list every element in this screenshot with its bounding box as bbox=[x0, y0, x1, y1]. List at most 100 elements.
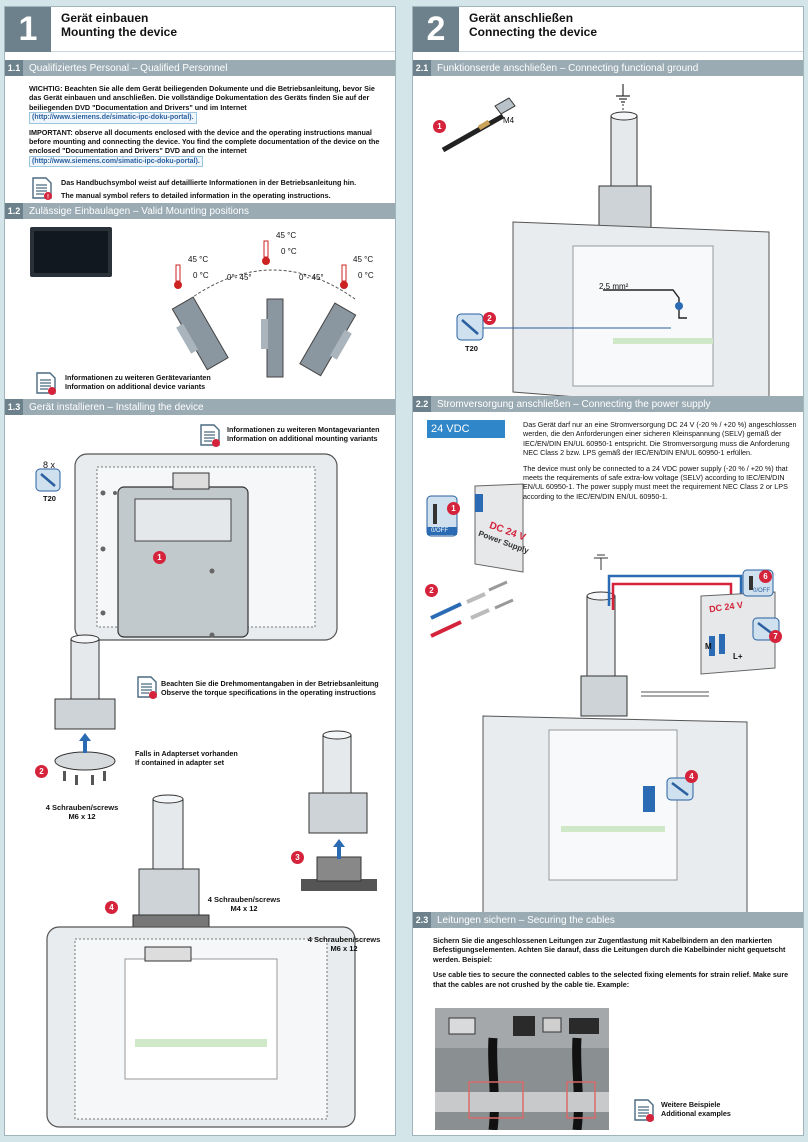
section-2-2: 2.2 Stromversorgung anschließen – Connec… bbox=[413, 396, 803, 916]
doc-link-en[interactable]: (http://www.siemens.com/simatic-ipc-doku… bbox=[29, 155, 203, 168]
screws-text: 4 Schrauben/screws bbox=[307, 935, 381, 944]
section-2-1: 2.1 Funktionserde anschließen – Connecti… bbox=[413, 60, 803, 396]
manual-note-de: Das Handbuchsymbol weist auf detailliert… bbox=[61, 178, 357, 187]
variants-note: Informationen zu weiteren Gerätevariante… bbox=[65, 373, 211, 392]
ground-illustration bbox=[441, 84, 770, 396]
off-label-right: 0/OFF bbox=[753, 588, 771, 594]
screws-m6-b: 4 Schrauben/screws M6 x 12 bbox=[301, 935, 387, 953]
screw-count: 8 x bbox=[43, 460, 56, 470]
torque-note-de: Beachten Sie die Drehmomentangaben in de… bbox=[161, 679, 379, 688]
variants-note-de: Informationen zu weiteren Gerätevariante… bbox=[65, 373, 211, 382]
cables-text: Sichern Sie die angeschlossenen Leitunge… bbox=[413, 928, 803, 989]
section-1-3: 1.3 Gerät installieren – Installing the … bbox=[5, 399, 395, 1135]
step-badge-2: 2 bbox=[425, 584, 438, 597]
section-number: 1.2 bbox=[5, 203, 23, 219]
section-number: 2.1 bbox=[413, 60, 431, 76]
step-badge-2: 2 bbox=[483, 312, 496, 325]
temp-low-left: 0 °C bbox=[193, 271, 209, 280]
temp-high-center: 45 °C bbox=[276, 231, 297, 240]
tool-label: T20 bbox=[465, 344, 478, 353]
power-text-en: The device must only be connected to a 2… bbox=[523, 463, 788, 501]
manual-icon: ! bbox=[31, 176, 53, 205]
step-badge-1: 1 bbox=[433, 120, 446, 133]
tool-label: T20 bbox=[43, 494, 56, 503]
screws-m6-a: 4 Schrauben/screws M6 x 12 bbox=[39, 803, 125, 821]
section-number: 2.2 bbox=[413, 396, 431, 412]
section-title: Funktionserde anschließen – Connecting f… bbox=[437, 62, 699, 74]
chapter-header-1: 1 Gerät einbauen Mounting the device bbox=[5, 7, 395, 52]
cable-photo bbox=[435, 1008, 609, 1130]
section-header: 1.2 Zulässige Einbaulagen – Valid Mounti… bbox=[5, 203, 395, 219]
section-1-1: 1.1 Qualifiziertes Personal – Qualified … bbox=[5, 60, 395, 201]
section-title: Qualifiziertes Personal – Qualified Pers… bbox=[29, 62, 228, 74]
section-header: 1.3 Gerät installieren – Installing the … bbox=[5, 399, 395, 415]
svg-text:!: ! bbox=[47, 195, 49, 201]
chapter-header-2: 2 Gerät anschließen Connecting the devic… bbox=[413, 7, 803, 52]
section-1-2: 1.2 Zulässige Einbaulagen – Valid Mounti… bbox=[5, 203, 395, 399]
chapter-title: Gerät anschließen Connecting the device bbox=[459, 7, 597, 51]
installation-illustration bbox=[35, 453, 377, 1128]
warning-text: WICHTIG: Beachten Sie alle dem Gerät bei… bbox=[5, 76, 395, 124]
chapter-number: 2 bbox=[413, 7, 459, 52]
cables-text-de: Sichern Sie die angeschlossenen Leitunge… bbox=[433, 936, 786, 964]
chapter-title: Gerät einbauen Mounting the device bbox=[51, 7, 177, 51]
more-examples-note: Weitere Beispiele Additional examples bbox=[661, 1100, 731, 1119]
chapter-title-en: Mounting the device bbox=[61, 25, 178, 39]
terminal-l: L+ bbox=[733, 652, 743, 661]
angle-right: 0°- 45° bbox=[299, 273, 324, 282]
step-badge-3: 3 bbox=[291, 851, 304, 864]
chapter-number: 1 bbox=[5, 7, 51, 52]
step-badge-1: 1 bbox=[447, 502, 460, 515]
temp-low-right: 0 °C bbox=[358, 271, 374, 280]
temp-high-left: 45 °C bbox=[188, 255, 209, 264]
power-illustration bbox=[426, 483, 780, 916]
manual-note-en: The manual symbol refers to detailed inf… bbox=[61, 191, 331, 201]
step-badge-4: 4 bbox=[105, 901, 118, 914]
chapter-title-en: Connecting the device bbox=[469, 25, 598, 39]
section-header: 1.1 Qualifiziertes Personal – Qualified … bbox=[5, 60, 395, 76]
screws-size: M6 x 12 bbox=[330, 944, 358, 953]
mounting-positions-illustration bbox=[30, 227, 357, 378]
manual-note: Das Handbuchsymbol weist auf detailliert… bbox=[61, 178, 391, 201]
mounting-note-de: Informationen zu weiteren Montagevariant… bbox=[227, 425, 380, 434]
section-header: 2.2 Stromversorgung anschließen – Connec… bbox=[413, 396, 803, 412]
off-label-left: 0/OFF bbox=[431, 528, 449, 534]
doc-link-de[interactable]: (http://www.siemens.de/simatic-ipc-doku-… bbox=[29, 112, 197, 124]
step-badge-1: 1 bbox=[153, 551, 166, 564]
terminal-m: M bbox=[705, 642, 712, 651]
screws-text: 4 Schrauben/screws bbox=[45, 803, 119, 812]
power-text-de: Das Gerät darf nur an eine Stromversorgu… bbox=[523, 420, 797, 458]
voltage-tag: 24 VDC bbox=[427, 420, 505, 438]
step-badge-2: 2 bbox=[35, 765, 48, 778]
section-title: Zulässige Einbaulagen – Valid Mounting p… bbox=[29, 205, 249, 217]
power-text: Das Gerät darf nur an eine Stromversorgu… bbox=[523, 420, 799, 501]
section-number: 1.1 bbox=[5, 60, 23, 76]
cables-text-en: Use cable ties to secure the connected c… bbox=[433, 970, 789, 989]
section-title: Gerät installieren – Installing the devi… bbox=[29, 401, 204, 413]
screws-m4: 4 Schrauben/screws M4 x 12 bbox=[201, 895, 287, 913]
warning-de: WICHTIG: Beachten Sie alle dem Gerät bei… bbox=[29, 84, 375, 112]
screws-text: 4 Schrauben/screws bbox=[207, 895, 281, 904]
section-header: 2.3 Leitungen sichern – Securing the cab… bbox=[413, 912, 803, 928]
column-connecting: 2 Gerät anschließen Connecting the devic… bbox=[412, 6, 804, 1136]
section-2-3: 2.3 Leitungen sichern – Securing the cab… bbox=[413, 912, 803, 1134]
section-number: 1.3 bbox=[5, 399, 23, 415]
screws-size: M6 x 12 bbox=[68, 812, 96, 821]
screw-size-label: M4 bbox=[503, 116, 515, 125]
mounting-variants-note: Informationen zu weiteren Montagevariant… bbox=[227, 425, 380, 444]
cable-size-label: 2.5 mm² bbox=[599, 282, 629, 291]
variants-note-en: Information on additional device variant… bbox=[65, 382, 206, 392]
important-en: IMPORTANT: observe all documents enclose… bbox=[29, 127, 380, 156]
angle-left: 0°- 45° bbox=[227, 273, 252, 282]
step-badge-7: 7 bbox=[769, 630, 782, 643]
torque-note: Beachten Sie die Drehmomentangaben in de… bbox=[161, 679, 379, 698]
mounting-note-en: Information on additional mounting varia… bbox=[227, 434, 378, 444]
chapter-title-de: Gerät anschließen bbox=[469, 11, 574, 25]
manual-icon bbox=[633, 1098, 655, 1127]
adapter-note: Falls in Adapterset vorhanden If contain… bbox=[135, 749, 238, 768]
important-text: IMPORTANT: observe all documents enclose… bbox=[5, 124, 395, 168]
chapter-title-de: Gerät einbauen bbox=[61, 11, 149, 25]
manual-icon bbox=[136, 675, 158, 704]
torque-note-en: Observe the torque specifications in the… bbox=[161, 688, 376, 698]
section-title: Stromversorgung anschließen – Connecting… bbox=[437, 398, 711, 410]
